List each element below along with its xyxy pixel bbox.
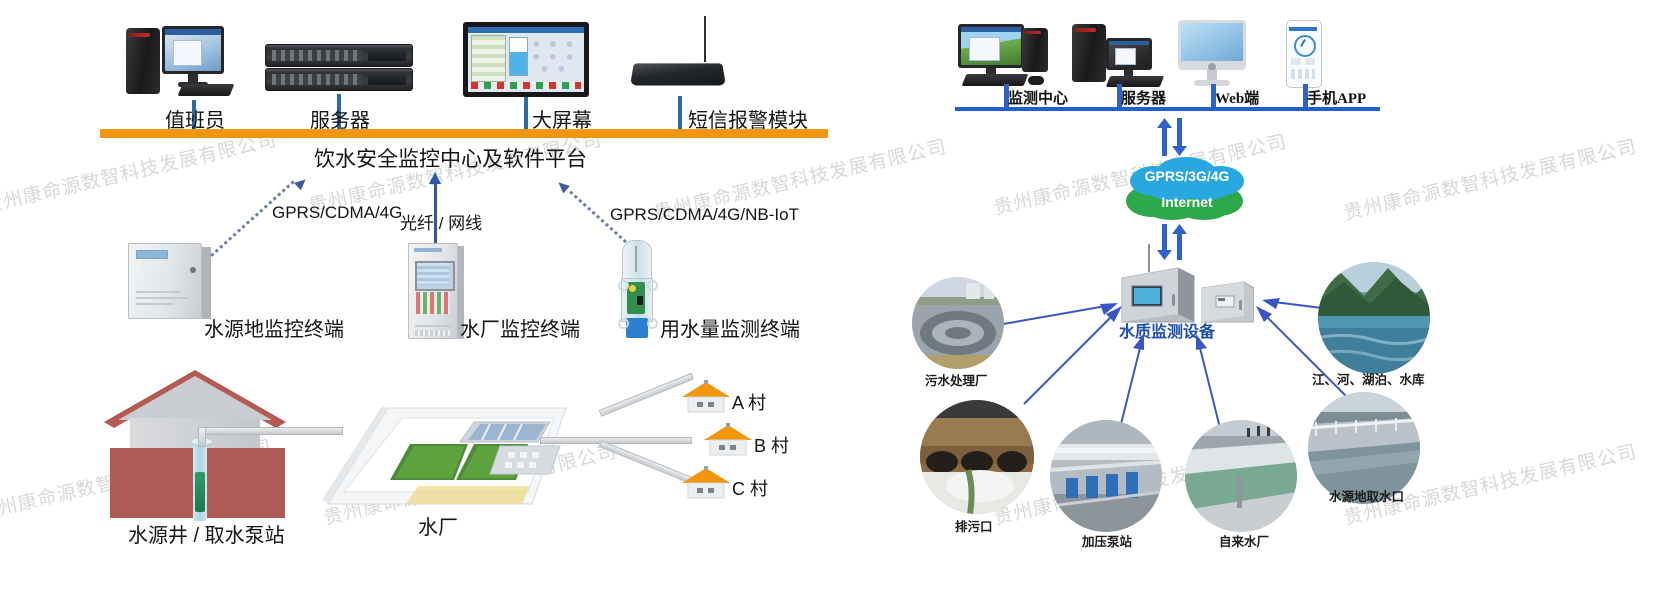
arrow-from-tap-plant (1188, 330, 1234, 445)
platform-title: 饮水安全监控中心及软件平台 (314, 148, 587, 171)
field-label-water-plant: 水厂 (418, 517, 458, 539)
sms-modem-icon (628, 16, 732, 96)
arrow-up-down-top (1155, 118, 1189, 161)
photo-caption-pump-station: 加压泵站 (1082, 535, 1133, 549)
sewage-outlet-photo (920, 400, 1034, 514)
roof-icon (104, 370, 286, 428)
booster-pump-station-photo (1050, 420, 1162, 532)
connector-stem (678, 96, 682, 133)
village-icon-c (680, 466, 732, 500)
terminal-label-plant-monitor: 水厂监控终端 (460, 319, 580, 341)
water-plant-icon (322, 400, 570, 515)
connector-stem (337, 94, 341, 133)
imac-icon (1178, 20, 1248, 90)
field-label-well: 水源井 / 取水泵站 (128, 525, 285, 547)
connector-stem (192, 100, 196, 133)
arrow-head (429, 172, 441, 184)
connector-stem (1117, 84, 1122, 107)
photo-caption-river-lake: 江、河、湖泊、水库 (1312, 373, 1425, 387)
village-label-a: A 村 (732, 393, 767, 413)
terminal-label-source-monitor: 水源地监控终端 (204, 319, 344, 341)
large-screen-icon (463, 22, 589, 97)
village-label-b: B 村 (754, 436, 790, 456)
connector-stem (1303, 84, 1308, 107)
right-device-label-web: Web端 (1215, 91, 1260, 107)
watermark: 贵州康命源数智科技发展有限公司 (1341, 135, 1639, 225)
arrow-from-sewage-plant (990, 300, 1120, 335)
link-line-fiber (434, 182, 437, 244)
gprs-cloud-shape (1130, 157, 1244, 201)
terminal-label-usage-monitor: 用水量监测终端 (660, 319, 800, 341)
link-label-fiber: 光纤 / 网线 (400, 214, 483, 233)
connector-stem (1004, 84, 1009, 107)
photo-caption-sewage-plant: 污水处理厂 (925, 374, 988, 388)
device-label-big-screen: 大屏幕 (532, 110, 592, 132)
desktop-pc-icon (122, 22, 242, 98)
bus-bar (955, 107, 1380, 111)
platform-bar (100, 129, 828, 138)
village-label-c: C 村 (732, 479, 768, 499)
tap-water-plant-photo (1185, 420, 1297, 532)
connector-stem (524, 97, 528, 133)
photo-caption-sewage-outlet: 排污口 (955, 520, 993, 534)
river-lake-reservoir-photo (1318, 262, 1430, 374)
village-icon-a (680, 380, 732, 414)
smartphone-icon (1286, 20, 1322, 88)
arrow-up-down-bottom (1155, 224, 1189, 265)
wall-cabinet-icon (128, 243, 212, 321)
arrow-head (294, 175, 309, 191)
floor-cabinet-icon (408, 243, 464, 341)
cloud-label-internet: Internet (1161, 194, 1213, 210)
link-label-gprs-1: GPRS/CDMA/4G (272, 203, 403, 222)
village-icon-b (702, 423, 754, 457)
water-meter-sensor-icon (618, 240, 658, 345)
photo-caption-tap-water-plant: 自来水厂 (1219, 535, 1270, 549)
cloud-group: GPRS/3G/4G Internet (1112, 155, 1262, 223)
device-label-duty-officer: 值班员 (165, 110, 225, 132)
water-quality-device-icon (1118, 244, 1254, 324)
device-label-server: 服务器 (310, 110, 370, 132)
riser-pipe (198, 427, 206, 447)
submersible-pump-icon (195, 472, 205, 512)
main-distribution-pipe (540, 437, 692, 444)
desktop-monitor-icon (958, 22, 1054, 90)
connector-stem (1211, 84, 1216, 107)
right-device-label-mobile-app: 手机APP (1307, 91, 1367, 107)
tower-server-icon (1072, 24, 1165, 90)
arrow-from-outlet (1020, 300, 1130, 415)
device-label-sms-module: 短信报警模块 (688, 110, 808, 132)
cloud-label-gprs: GPRS/3G/4G (1144, 168, 1230, 184)
rack-server-icon (265, 44, 413, 92)
arrow-from-intake (1248, 300, 1358, 415)
sewage-treatment-plant-photo (912, 277, 1004, 369)
watermark: 贵州康命源数智科技发展有限公司 (0, 128, 279, 218)
photo-caption-water-intake: 水源地取水口 (1329, 490, 1405, 504)
right-device-label-server: 服务器 (1121, 91, 1167, 107)
link-label-gprs-2: GPRS/CDMA/4G/NB-IoT (610, 205, 799, 224)
right-device-label-monitor-center: 监测中心 (1008, 91, 1069, 107)
